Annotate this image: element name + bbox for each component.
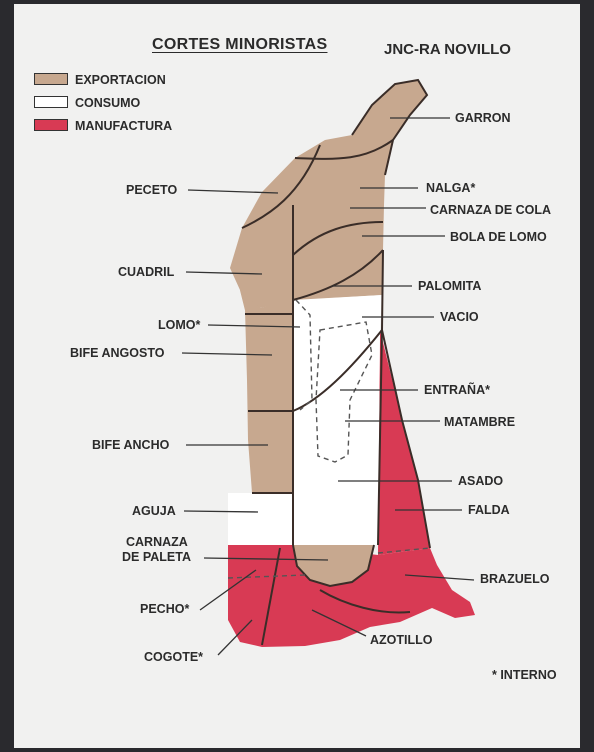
label-brazuelo: BRAZUELO [480,572,550,586]
label-pecho: PECHO* [140,602,189,616]
region-exportacion-back [240,290,293,493]
label-nalga: NALGA* [426,181,475,195]
label-entrana: ENTRAÑA* [424,382,490,397]
label-palomita: PALOMITA [418,279,481,293]
label-peceto: PECETO [126,183,177,197]
label-matambre: MATAMBRE [444,415,515,429]
label-carnaza-paleta-line2: DE PALETA [122,550,191,564]
region-manufactura-falda [378,330,430,555]
label-carnaza-paleta-line1: CARNAZA [126,535,188,549]
label-falda: FALDA [468,503,510,517]
region-consumo-belly [293,295,382,545]
label-aguja: AGUJA [132,504,176,518]
region-consumo-aguja [228,493,293,545]
label-cuadril: CUADRIL [118,265,175,279]
label-bife-angosto: BIFE ANGOSTO [70,346,165,360]
footnote-interno: * INTERNO [492,668,557,682]
label-azotillo: AZOTILLO [370,633,433,647]
label-asado: ASADO [458,474,503,488]
label-cogote: COGOTE* [144,650,203,664]
label-bife-ancho: BIFE ANCHO [92,438,170,452]
label-vacio: VACIO [440,310,479,324]
region-exportacion-upper [230,80,427,310]
label-garron: GARRON [455,111,511,125]
label-lomo: LOMO* [158,318,200,332]
label-carnaza-cola: CARNAZA DE COLA [430,203,551,217]
label-bola-lomo: BOLA DE LOMO [450,230,547,244]
